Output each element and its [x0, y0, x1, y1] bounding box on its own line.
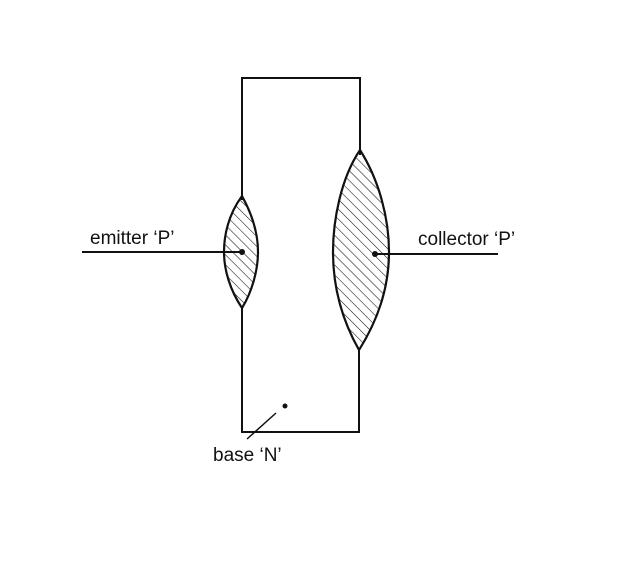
- emitter-label: emitter ‘P’: [90, 228, 174, 249]
- emitter-contact-dot: [239, 249, 245, 255]
- collector-contact-dot: [372, 251, 378, 257]
- collector-region: [331, 147, 391, 353]
- base-contact-dot: [282, 403, 288, 409]
- base-frame-bottom: [241, 306, 360, 433]
- collector-label: collector ‘P’: [418, 229, 515, 250]
- base-frame-top: [241, 77, 361, 200]
- base-label: base ‘N’: [213, 445, 282, 466]
- base-leader-line: [246, 412, 277, 440]
